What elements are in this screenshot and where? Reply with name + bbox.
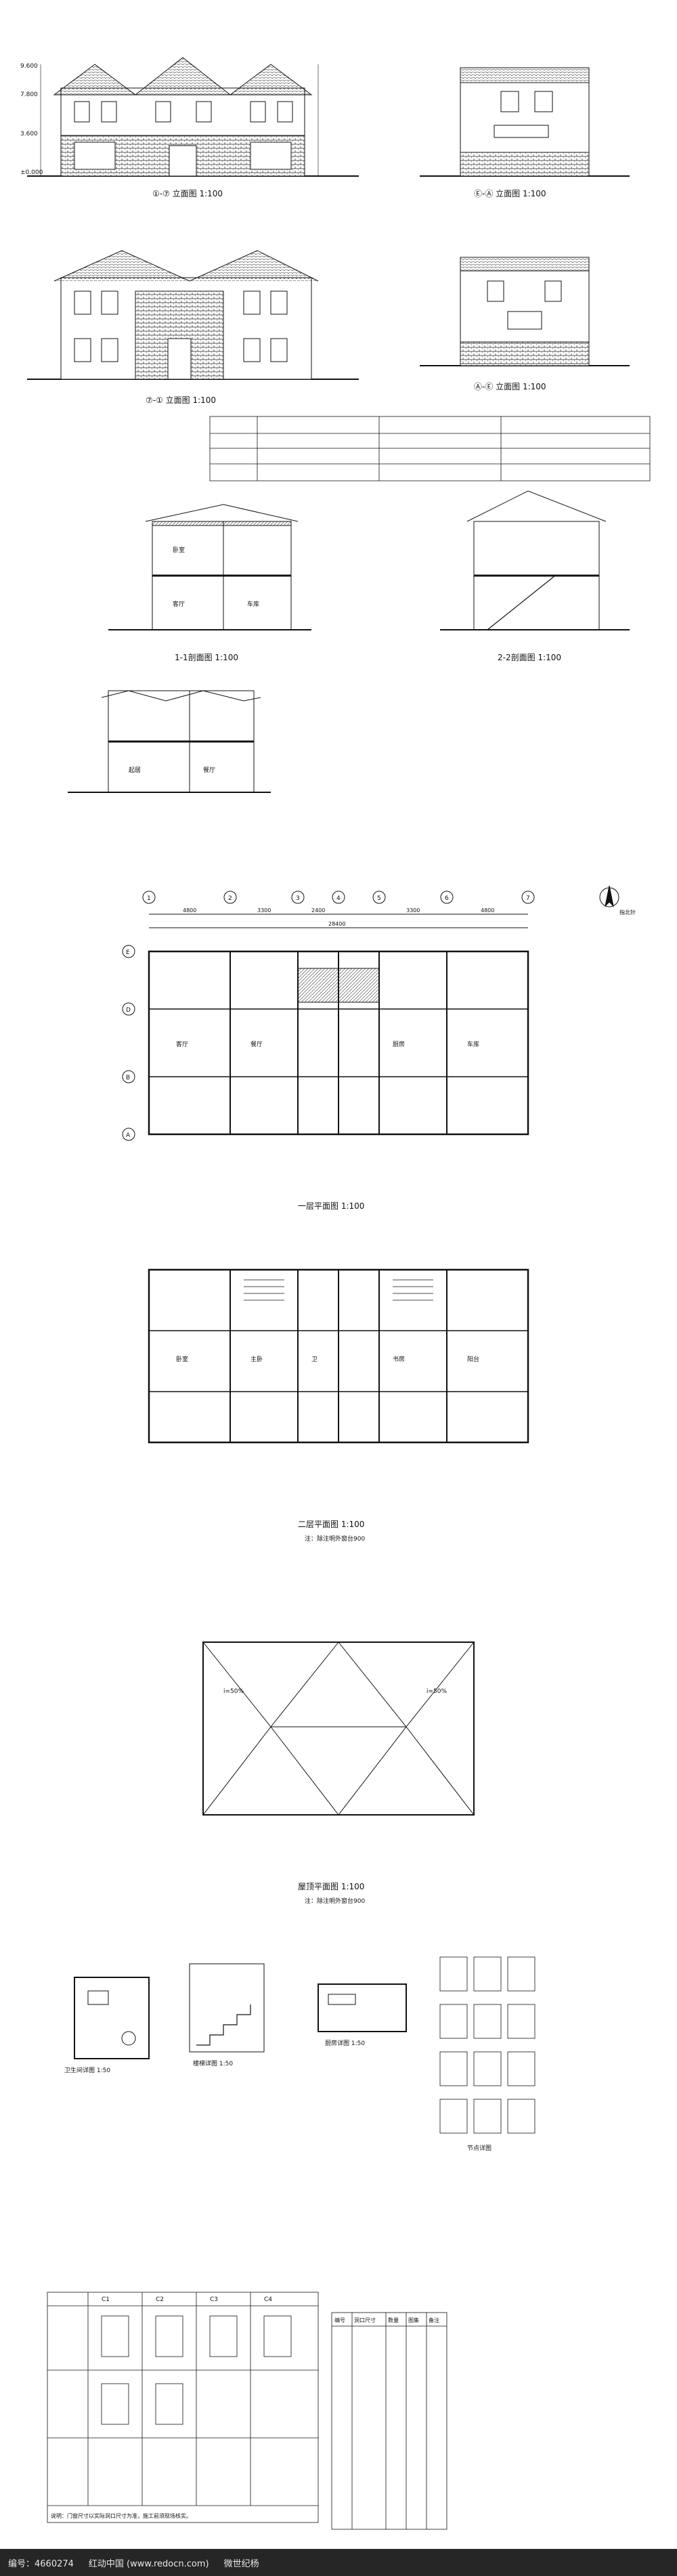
window-schedule-notes: 说明：门窗尺寸以实际洞口尺寸为准，施工前须现场核实。 <box>51 2512 192 2519</box>
dim-5: 4800 <box>481 907 494 914</box>
plan-roof-title: 屋顶平面图 1:100 <box>298 1882 364 1891</box>
level-0000: ±0.000 <box>20 169 43 176</box>
section3-room-1: 起居 <box>129 767 141 774</box>
list-header-3: 数量 <box>388 2317 399 2323</box>
section3-room-2: 餐厅 <box>203 766 215 774</box>
ground-room-4: 车库 <box>467 1040 479 1048</box>
axis-4: 4 <box>336 895 341 902</box>
north-arrow <box>599 885 619 907</box>
elevation-side-2 <box>420 257 630 366</box>
detail-nodes-title: 节点详图 <box>467 2144 492 2152</box>
north-arrow-label: 指北针 <box>619 909 636 916</box>
axis-7: 7 <box>526 895 530 902</box>
section-1-1-title: 1-1剖面图 1:100 <box>175 653 238 662</box>
elevation-rear-title: ⑦-① 立面图 1:100 <box>146 395 216 405</box>
footer-author: 微世纪杨 <box>223 2558 259 2569</box>
section1-room-3: 车库 <box>247 600 259 608</box>
dim-4: 3300 <box>406 907 420 914</box>
section-2-2-title: 2-2剖面图 1:100 <box>498 653 561 662</box>
plan-ground-title: 一层平面图 1:100 <box>298 1201 364 1211</box>
level-7800: 7.800 <box>20 91 38 98</box>
section-2-2 <box>440 490 630 630</box>
window-type-2: C2 <box>156 2296 164 2303</box>
plan-ground <box>148 950 529 1136</box>
plan-ground-axes <box>122 890 535 1141</box>
axis-e: E <box>126 949 130 956</box>
title-block <box>209 416 651 481</box>
window-type-4: C4 <box>264 2296 272 2303</box>
ground-room-2: 餐厅 <box>250 1040 263 1048</box>
detail-stair <box>189 1963 265 2053</box>
plan-second-title: 二层平面图 1:100 <box>298 1520 364 1529</box>
section-1-1 <box>108 504 311 630</box>
plan-ground-dims <box>149 914 528 928</box>
second-room-3: 卫 <box>311 1356 318 1363</box>
elevation-rear <box>27 250 359 380</box>
axis-d: D <box>126 1007 131 1014</box>
ground-room-1: 客厅 <box>176 1040 188 1048</box>
list-header-1: 编号 <box>334 2317 345 2323</box>
front-windows <box>74 101 293 177</box>
plan-second-note: 注：除注明外窗台900 <box>305 1534 365 1543</box>
footer-id: 编号：4660274 <box>8 2558 74 2569</box>
dim-1: 4800 <box>183 907 196 914</box>
axis-1: 1 <box>147 895 151 902</box>
list-header-2: 洞口尺寸 <box>354 2317 376 2323</box>
detail-bath-title: 卫生间详图 1:50 <box>64 2066 110 2074</box>
axis-a: A <box>126 1132 131 1139</box>
plan-roof <box>202 1641 475 1816</box>
window-type-3: C3 <box>210 2296 218 2303</box>
window-schedule <box>47 2292 319 2523</box>
detail-kitchen <box>318 1983 407 2032</box>
detail-bath <box>74 1977 150 2059</box>
window-type-1: C1 <box>102 2296 110 2303</box>
elevation-front <box>27 57 359 177</box>
section-3 <box>68 690 271 793</box>
axis-5: 5 <box>377 895 381 902</box>
plan-roof-note: 注：除注明外窗台900 <box>305 1897 365 1905</box>
list-header-5: 备注 <box>429 2317 439 2323</box>
elevation-side-1 <box>420 67 630 177</box>
list-header-4: 图集 <box>408 2317 419 2323</box>
second-room-4: 书房 <box>393 1355 405 1363</box>
footer-site: 红动中国 (www.redocn.com) <box>88 2558 209 2569</box>
detail-nodes <box>439 1956 536 2134</box>
dim-2: 3300 <box>257 907 271 914</box>
elevation-side-1-title: Ⓔ-Ⓐ 立面图 1:100 <box>474 188 546 198</box>
second-room-5: 阳台 <box>467 1355 479 1363</box>
second-room-2: 主卧 <box>250 1355 263 1363</box>
elevation-front-title: ①-⑦ 立面图 1:100 <box>152 188 223 198</box>
plan-second <box>148 1268 529 1444</box>
axis-3: 3 <box>296 895 300 902</box>
section1-room-1: 卧室 <box>173 546 185 554</box>
axis-b: B <box>126 1075 130 1081</box>
dim-3: 2400 <box>311 907 325 914</box>
axis-2: 2 <box>228 895 232 902</box>
ground-room-3: 厨房 <box>393 1040 405 1048</box>
dim-total: 28400 <box>328 921 345 927</box>
second-room-1: 卧室 <box>176 1355 188 1363</box>
detail-stair-title: 楼梯详图 1:50 <box>193 2059 233 2067</box>
level-9600: 9.600 <box>20 63 38 70</box>
roof-slope-1: i=50% <box>223 1688 244 1695</box>
door-window-list <box>331 2312 447 2530</box>
detail-kitchen-title: 厨房详图 1:50 <box>325 2039 365 2047</box>
elevation-side-2-title: Ⓐ-Ⓔ 立面图 1:100 <box>474 381 546 391</box>
section1-room-2: 客厅 <box>173 600 185 608</box>
roof-slope-2: i=50% <box>427 1688 447 1695</box>
axis-6: 6 <box>445 895 449 902</box>
watermark-footer: 编号：4660274 红动中国 (www.redocn.com) 微世纪杨 <box>0 2549 677 2576</box>
level-3600: 3.600 <box>20 131 38 137</box>
